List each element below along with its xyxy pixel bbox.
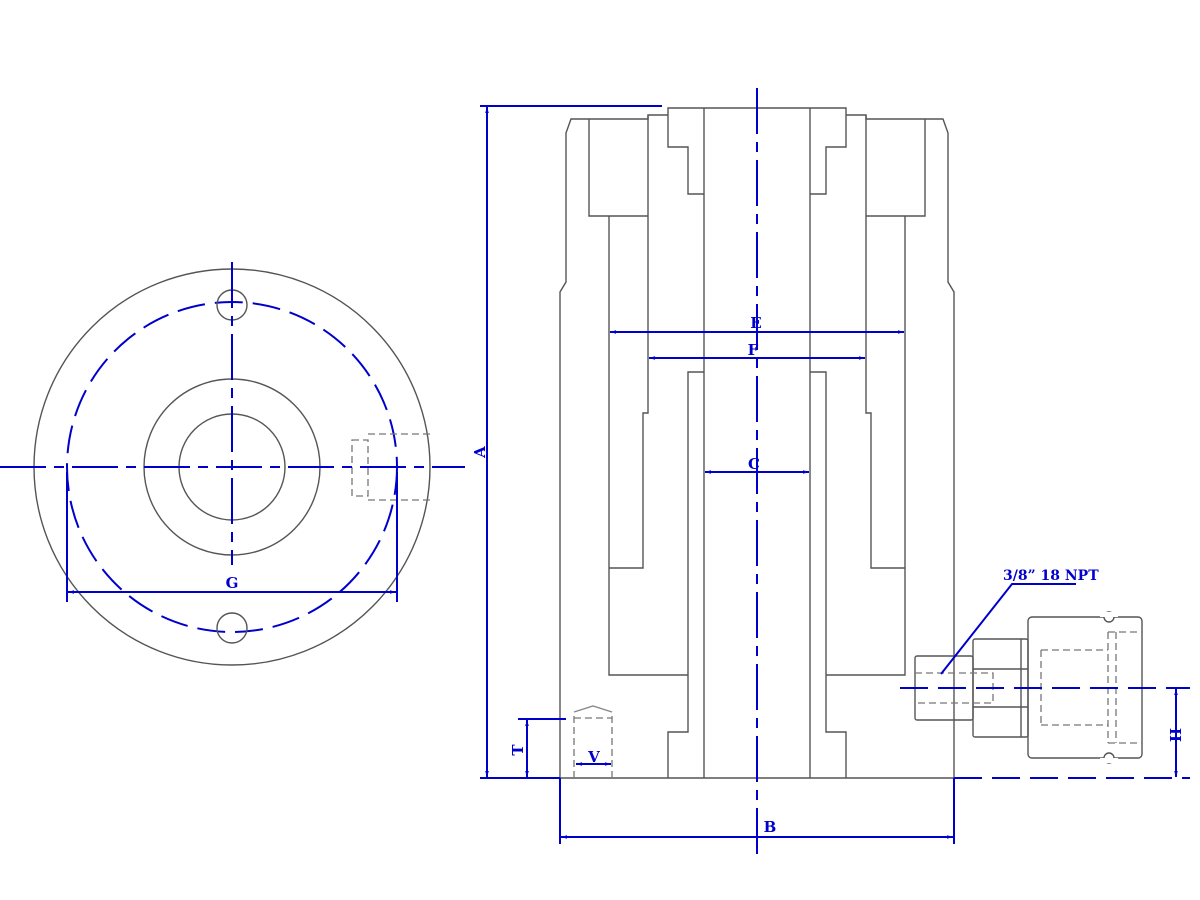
dimension-a: A: [471, 105, 662, 777]
label-c: C: [748, 455, 760, 473]
center-tube: [703, 108, 811, 778]
label-g: G: [226, 574, 239, 592]
label-v: V: [587, 748, 600, 766]
left-wall-outline: [608, 216, 688, 676]
dimension-b: B: [559, 778, 955, 844]
port-callout: 3/8” 18 NPT: [940, 568, 1099, 675]
dimension-t: T: [509, 718, 566, 777]
label-h: H: [1166, 728, 1184, 742]
port-label: 3/8” 18 NPT: [1003, 568, 1099, 584]
dimension-v: V: [576, 748, 611, 766]
dimension-e: E: [610, 314, 904, 334]
right-wall-outline: [826, 216, 906, 676]
dimension-c: C: [705, 455, 809, 474]
label-a: A: [471, 446, 489, 459]
label-t: T: [509, 744, 527, 756]
dimension-g: G: [66, 472, 398, 602]
label-f: F: [748, 341, 759, 359]
label-e: E: [750, 314, 761, 332]
mounting-hole-bottom: [216, 612, 248, 644]
top-view: G: [0, 262, 465, 666]
dimension-f: F: [649, 341, 865, 360]
collar-outline: [588, 119, 926, 217]
dimension-h: H: [1166, 689, 1184, 777]
side-view: A B E F C T: [471, 88, 1190, 862]
label-b: B: [764, 818, 777, 836]
inner-sleeve: [667, 371, 847, 778]
pin-hole: [573, 705, 613, 778]
